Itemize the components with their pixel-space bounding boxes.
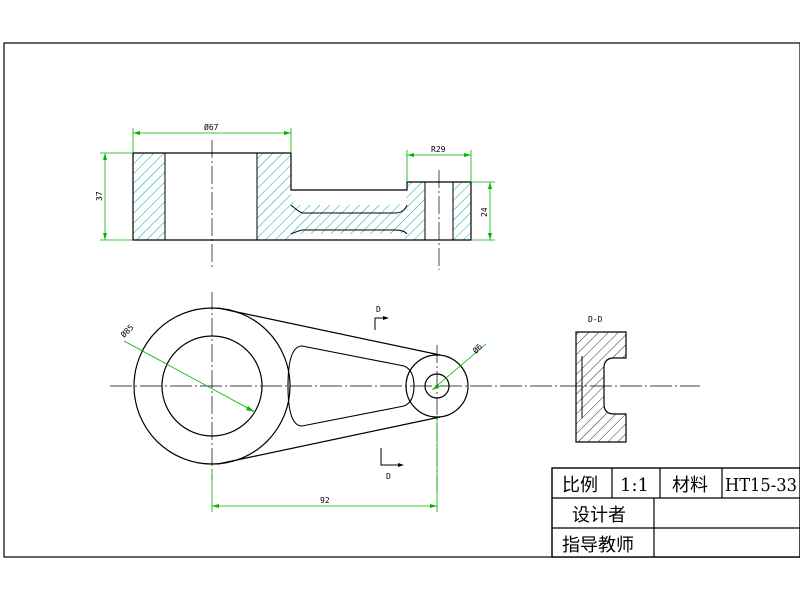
instructor-label: 指导教师 bbox=[562, 535, 634, 556]
dim-top-width: Ø67 bbox=[204, 122, 219, 132]
section-profile bbox=[575, 331, 627, 443]
section-view: D-D bbox=[575, 315, 627, 443]
scale-label: 比例 bbox=[562, 475, 598, 496]
dim-big-dia: Ø85 bbox=[118, 322, 135, 339]
web-fillet-bottom bbox=[290, 229, 408, 235]
section-mark-top: D bbox=[376, 305, 381, 314]
dim-top-height: 37 bbox=[95, 191, 104, 201]
hatch-right-boss bbox=[453, 182, 471, 240]
designer-label: 设计者 bbox=[572, 505, 626, 526]
front-view: Ø67 37 R29 24 bbox=[95, 122, 495, 270]
arm-upper-edge bbox=[217, 307, 441, 356]
dim-right-width: R29 bbox=[431, 145, 446, 154]
section-arrow-bottom bbox=[380, 448, 400, 466]
scale-value: 1:1 bbox=[620, 475, 649, 496]
material-label: 材料 bbox=[672, 475, 708, 496]
web-fillet-top bbox=[290, 204, 408, 214]
sheet-border bbox=[3, 42, 800, 558]
hatch-left-wall bbox=[133, 153, 165, 240]
material-value: HT15-33 bbox=[725, 475, 797, 496]
hatch-web bbox=[257, 153, 425, 240]
arm-lower-edge bbox=[217, 416, 441, 465]
title-block: 比例 1:1 材料 HT15-33 设计者 指导教师 bbox=[551, 467, 800, 558]
dim-small-dia: Ø6 bbox=[470, 341, 484, 355]
web-pocket bbox=[287, 345, 415, 427]
section-arrow-top bbox=[374, 317, 385, 330]
dim-center-distance: 92 bbox=[320, 496, 330, 505]
section-mark-bottom: D bbox=[386, 472, 391, 481]
section-label: D-D bbox=[588, 315, 603, 324]
dim-right-height: 24 bbox=[480, 207, 489, 217]
